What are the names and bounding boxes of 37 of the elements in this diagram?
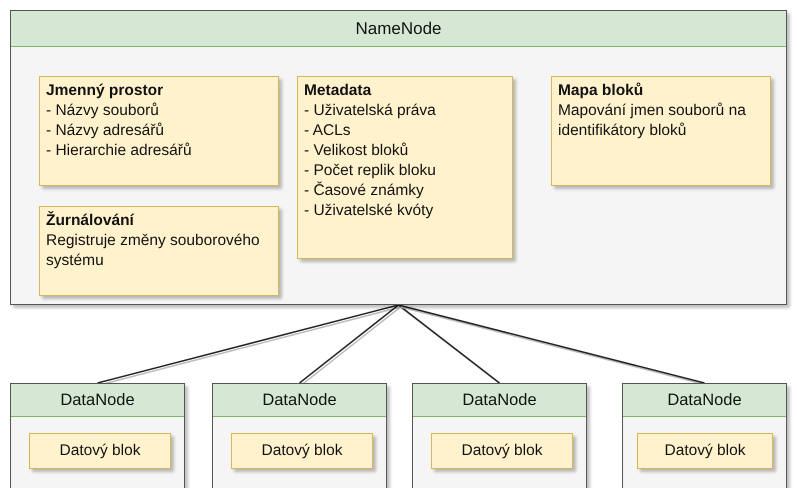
server-panel xyxy=(10,10,787,305)
info-card xyxy=(39,76,279,186)
panel-header: DataNode xyxy=(11,384,184,417)
list-item: - Uživatelské kvóty xyxy=(304,201,434,221)
connector-line xyxy=(398,304,502,386)
list-item: - Časové známky xyxy=(304,181,425,201)
block-box: Datový blok xyxy=(29,433,171,469)
card-heading: Jmenný prostor xyxy=(46,81,164,101)
server-panel xyxy=(622,383,787,488)
list-item: - ACLs xyxy=(304,121,352,141)
panel-header: DataNode xyxy=(623,384,786,417)
server-panel xyxy=(10,383,185,488)
connector-line xyxy=(299,304,401,386)
list-item: - Názvy adresářů xyxy=(46,121,166,141)
card-description: Registruje změny souborového systému xyxy=(46,231,261,271)
server-panel xyxy=(212,383,387,488)
block-box: Datový blok xyxy=(431,433,573,469)
panel-header: DataNode xyxy=(213,384,386,417)
info-card xyxy=(39,206,279,296)
list-item: - Uživatelská práva xyxy=(304,101,437,121)
list-item: - Počet replik bloku xyxy=(304,161,437,181)
server-panel xyxy=(412,383,587,488)
block-box: Datový blok xyxy=(637,433,773,469)
card-heading: Metadata xyxy=(304,81,372,101)
panel-header: NameNode xyxy=(11,11,786,47)
panel-header: DataNode xyxy=(413,384,586,417)
info-card xyxy=(297,76,513,259)
connector-line xyxy=(97,304,401,386)
connector-line xyxy=(398,304,707,386)
list-item: - Hierarchie adresářů xyxy=(46,141,193,161)
info-card xyxy=(551,76,771,186)
list-item: - Velikost bloků xyxy=(304,141,410,161)
block-box: Datový blok xyxy=(231,433,373,469)
card-description: Mapování jmen souborů na identifikátory bloků xyxy=(558,101,747,141)
card-heading: Žurnálování xyxy=(46,211,136,231)
list-item: - Názvy souborů xyxy=(46,101,160,121)
card-heading: Mapa bloků xyxy=(558,81,644,101)
